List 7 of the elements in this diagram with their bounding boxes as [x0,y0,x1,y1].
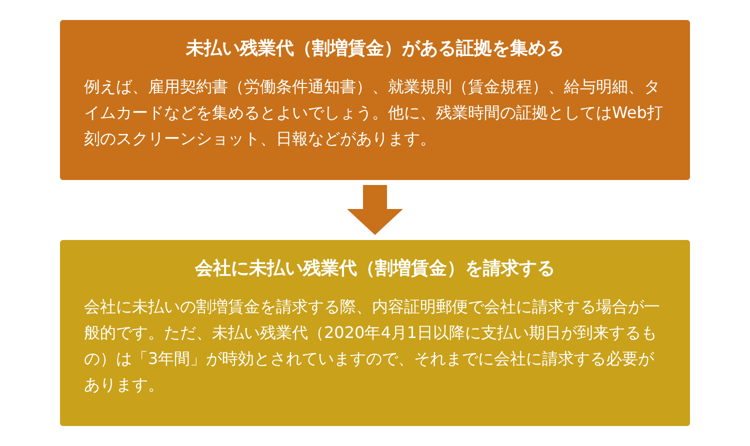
box-description: 会社に未払いの割増賃金を請求する際、内容証明郵便で会社に請求する場合が一般的です。ただ、未払い残業代（2020年4月1日以降に支払い期日が到来するもの）は「3年間」が時効とされていますので、それまでに会社に請求する必要があります。 [84,296,661,396]
process-box [60,20,690,180]
box-heading: 会社に未払い残業代（割増賃金）を請求する [194,257,556,281]
arrow [347,185,403,235]
box-description: 例えば、雇用契約書（労働条件通知書）、就業規則（賃金規程）、給与明細、タイムカードなどを集めるとよいでしょう。他に、残業時間の証拠としてはWeb打刻のスクリーンショット、日報などがあります。 [84,76,664,150]
box-heading: 未払い残業代（割増賃金）がある証拠を集める [184,37,565,61]
process-box [60,240,690,426]
